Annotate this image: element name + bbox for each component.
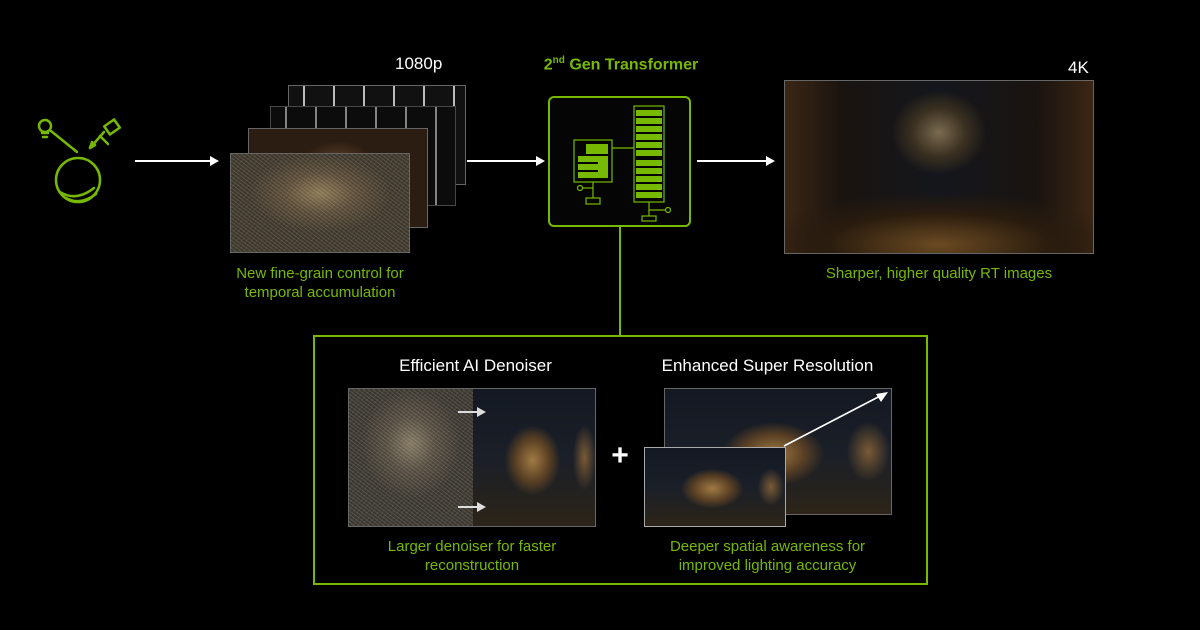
denoiser-caption-line1: Larger denoiser for faster <box>387 538 557 555</box>
transformer-box <box>548 96 691 227</box>
denoiser-noisy-half <box>349 389 473 526</box>
arrow-to-stack-head <box>210 156 219 166</box>
upscale-arrow-icon <box>783 392 888 447</box>
arrow-to-transformer-head <box>536 156 545 166</box>
output-resolution-label: 4K <box>1068 58 1089 77</box>
super-resolution-title: Enhanced Super Resolution <box>661 356 874 375</box>
right-caption: Sharper, higher quality RT images <box>825 265 1053 282</box>
transformer-network-icon <box>573 105 672 222</box>
arrow-to-output-head <box>766 156 775 166</box>
denoiser-clean-half <box>473 389 595 526</box>
sphere-icon <box>54 156 102 204</box>
light-bulb-icon <box>37 118 79 154</box>
arrow-to-transformer <box>467 160 537 162</box>
input-resolution-label: 1080p <box>395 54 443 73</box>
denoiser-title: Efficient AI Denoiser <box>399 356 552 375</box>
transformer-title-sup: nd <box>552 55 565 66</box>
denoise-arrow-bottom <box>458 506 478 508</box>
stack-frame-noisy <box>230 153 410 253</box>
transformer-title: 2nd Gen Transformer <box>536 55 706 74</box>
camera-icon <box>88 118 122 150</box>
arrow-to-stack <box>135 160 211 162</box>
left-caption-line1: New fine-grain control for <box>236 265 404 282</box>
sr-caption-line1: Deeper spatial awareness for <box>669 538 866 555</box>
transformer-title-text: Gen Transformer <box>564 56 699 74</box>
transformer-title-number: 2 <box>543 56 553 74</box>
sr-small-image <box>644 447 786 527</box>
plus-sign: + <box>611 439 629 472</box>
super-resolution-caption: Deeper spatial awareness for improved li… <box>640 537 895 575</box>
denoiser-caption-line2: reconstruction <box>424 557 520 574</box>
sr-caption-line2: improved lighting accuracy <box>678 557 857 574</box>
left-caption-line2: temporal accumulation <box>244 284 396 301</box>
left-caption: New fine-grain control for temporal accu… <box>200 264 440 302</box>
denoise-arrow-top-head <box>477 407 486 417</box>
output-image <box>784 80 1094 254</box>
denoise-arrow-top <box>458 411 478 413</box>
connector-line <box>619 227 621 336</box>
ray-tracing-icon <box>37 118 122 204</box>
denoiser-image <box>348 388 596 527</box>
denoise-arrow-bottom-head <box>477 502 486 512</box>
denoiser-caption: Larger denoiser for faster reconstructio… <box>348 537 596 575</box>
details-box <box>313 335 928 585</box>
arrow-to-output <box>697 160 767 162</box>
